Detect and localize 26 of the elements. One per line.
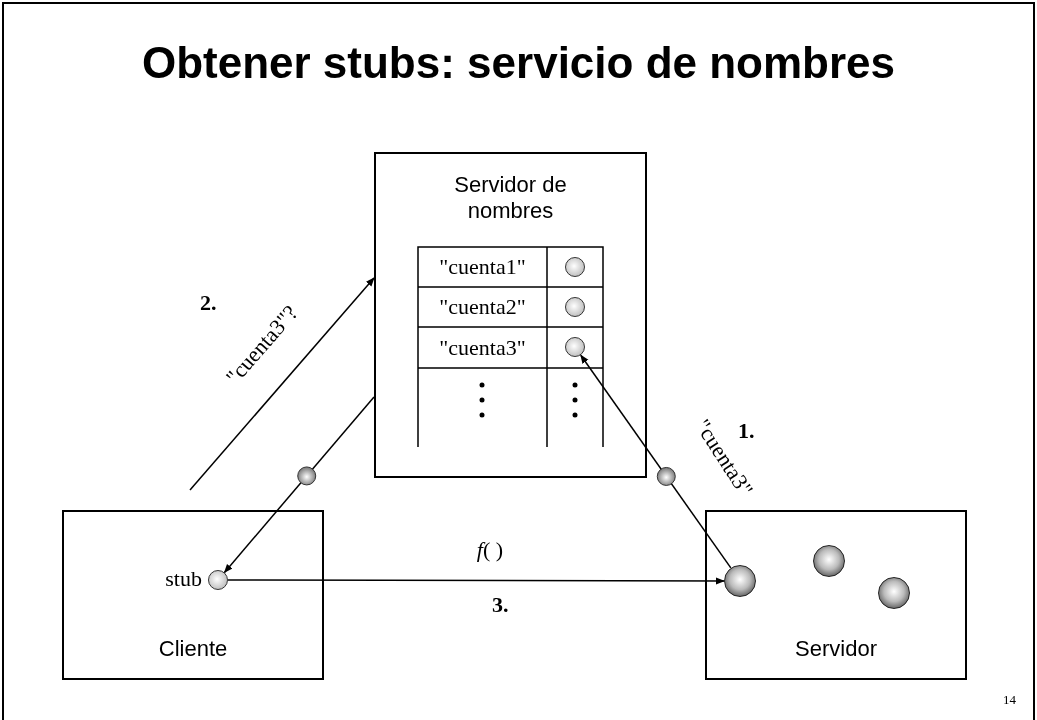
table-cell: "cuenta1" [418,247,547,287]
step-number: 2. [200,290,217,316]
arrow [580,354,732,569]
object-circle [878,577,910,609]
object-circle [813,545,845,577]
arrow [223,396,375,574]
arrow [189,277,375,491]
object-circle [565,337,585,357]
process-box [62,510,324,680]
table-cell: "cuenta3" [418,327,547,368]
box-title: Cliente [157,636,229,662]
process-box [374,152,647,478]
page-number: 14 [1003,692,1016,708]
object-circle [724,565,756,597]
title: Obtener stubs: servicio de nombres [140,38,897,88]
box-title: Servidor de nombres [453,172,568,224]
edge-label: f( ) [476,537,504,563]
table-cell: "cuenta2" [418,287,547,327]
arrow [227,577,725,585]
object-circle [208,570,228,590]
object-circle [565,297,585,317]
step-number: 3. [492,592,509,618]
box-title: Servidor [794,636,878,662]
stub-label: stub [164,565,202,593]
object-circle [565,257,585,277]
process-box [705,510,967,680]
